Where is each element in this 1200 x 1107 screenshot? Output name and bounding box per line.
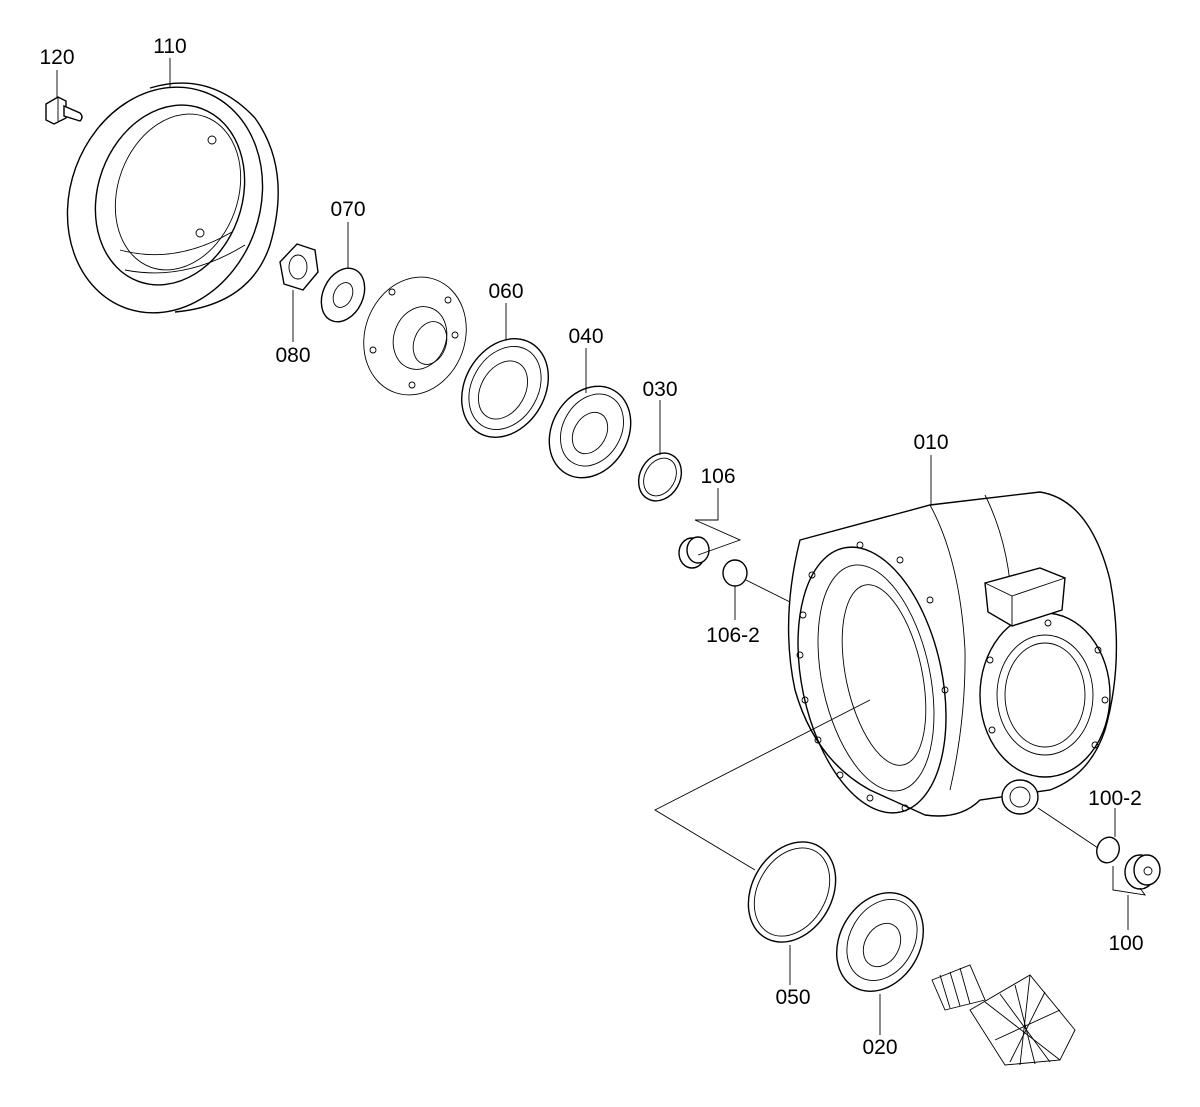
flange-part	[363, 276, 467, 396]
part-106-plug	[678, 536, 710, 569]
callout-080: 080	[275, 344, 310, 367]
part-070-washer	[320, 267, 366, 323]
callout-106-2: 106-2	[706, 624, 760, 647]
part-100-plug	[1124, 854, 1161, 890]
callout-070: 070	[330, 198, 365, 221]
part-040-bearing	[548, 385, 632, 479]
callout-020: 020	[862, 1036, 897, 1059]
callout-010: 010	[913, 431, 948, 454]
part-110-drum	[66, 82, 279, 314]
part-106-2-oring	[722, 559, 748, 587]
callout-106: 106	[700, 465, 735, 488]
callout-100: 100	[1108, 932, 1143, 955]
part-030-ring	[637, 452, 683, 502]
callout-060: 060	[488, 280, 523, 303]
part-060-seal	[460, 338, 550, 438]
leader-lines	[56, 58, 1146, 1035]
callout-100-2: 100-2	[1088, 787, 1142, 810]
part-050-shim	[747, 841, 837, 943]
callout-050: 050	[775, 986, 810, 1009]
part-010-housing	[787, 491, 1118, 817]
callout-040: 040	[568, 325, 603, 348]
part-100-2-oring	[1096, 836, 1120, 864]
part-080-nut	[279, 243, 319, 291]
part-020-bearing	[835, 892, 925, 992]
callout-110: 110	[153, 35, 186, 58]
callout-120: 120	[39, 46, 74, 69]
callout-030: 030	[642, 378, 677, 401]
part-120-bolt	[45, 96, 83, 125]
pinion-gear	[931, 964, 1076, 1066]
